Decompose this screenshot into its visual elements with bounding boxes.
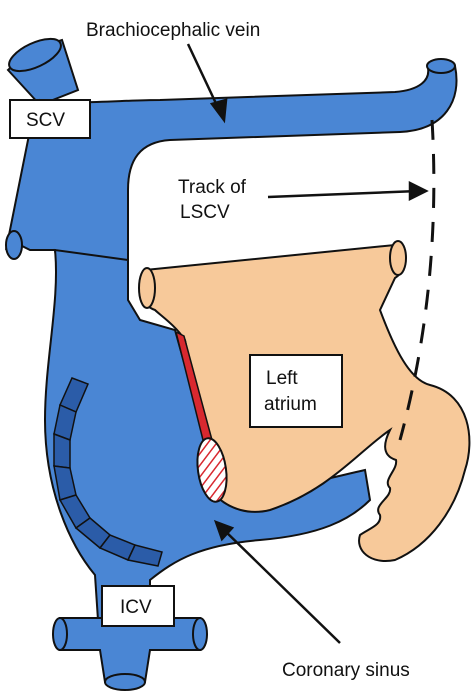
arrow-track-head [408,180,429,202]
atrium-opening-right [389,240,407,276]
arrow-brachiocephalic-head [209,98,228,124]
icv-vessel [59,617,201,683]
icv-left-opening [52,617,68,651]
left-atrium-label-line1: Left [266,368,298,389]
segmented-band [53,377,163,567]
arrow-coronary-sinus [221,527,341,644]
track-label-line1: Track of [178,177,247,198]
arrow-brachiocephalic [186,43,222,113]
lscv-track-dashed [398,119,436,441]
icv-right-opening [192,617,208,651]
icv-label: ICV [120,597,152,618]
icv-bottom-opening [104,673,146,691]
left-atrium-label-line2: atrium [264,394,317,415]
side-branch-stub [5,230,23,260]
atrium-opening-left [138,267,156,309]
superior-vein-stub [6,37,80,107]
brachiocephalic-label: Brachiocephalic vein [86,20,260,41]
scv-label-box [9,99,91,139]
coronary-sinus-label: Coronary sinus [282,660,410,681]
scv-label: SCV [26,110,65,131]
icv-label-box [101,585,175,627]
arrow-track [267,189,419,199]
brachiocephalic-opening [426,58,456,74]
track-label-line2: LSCV [180,202,230,223]
left-atrium-label-box [249,354,343,428]
hatched-region [196,437,228,503]
arrow-coronary-sinus-head [213,519,235,542]
arrows [186,43,429,644]
